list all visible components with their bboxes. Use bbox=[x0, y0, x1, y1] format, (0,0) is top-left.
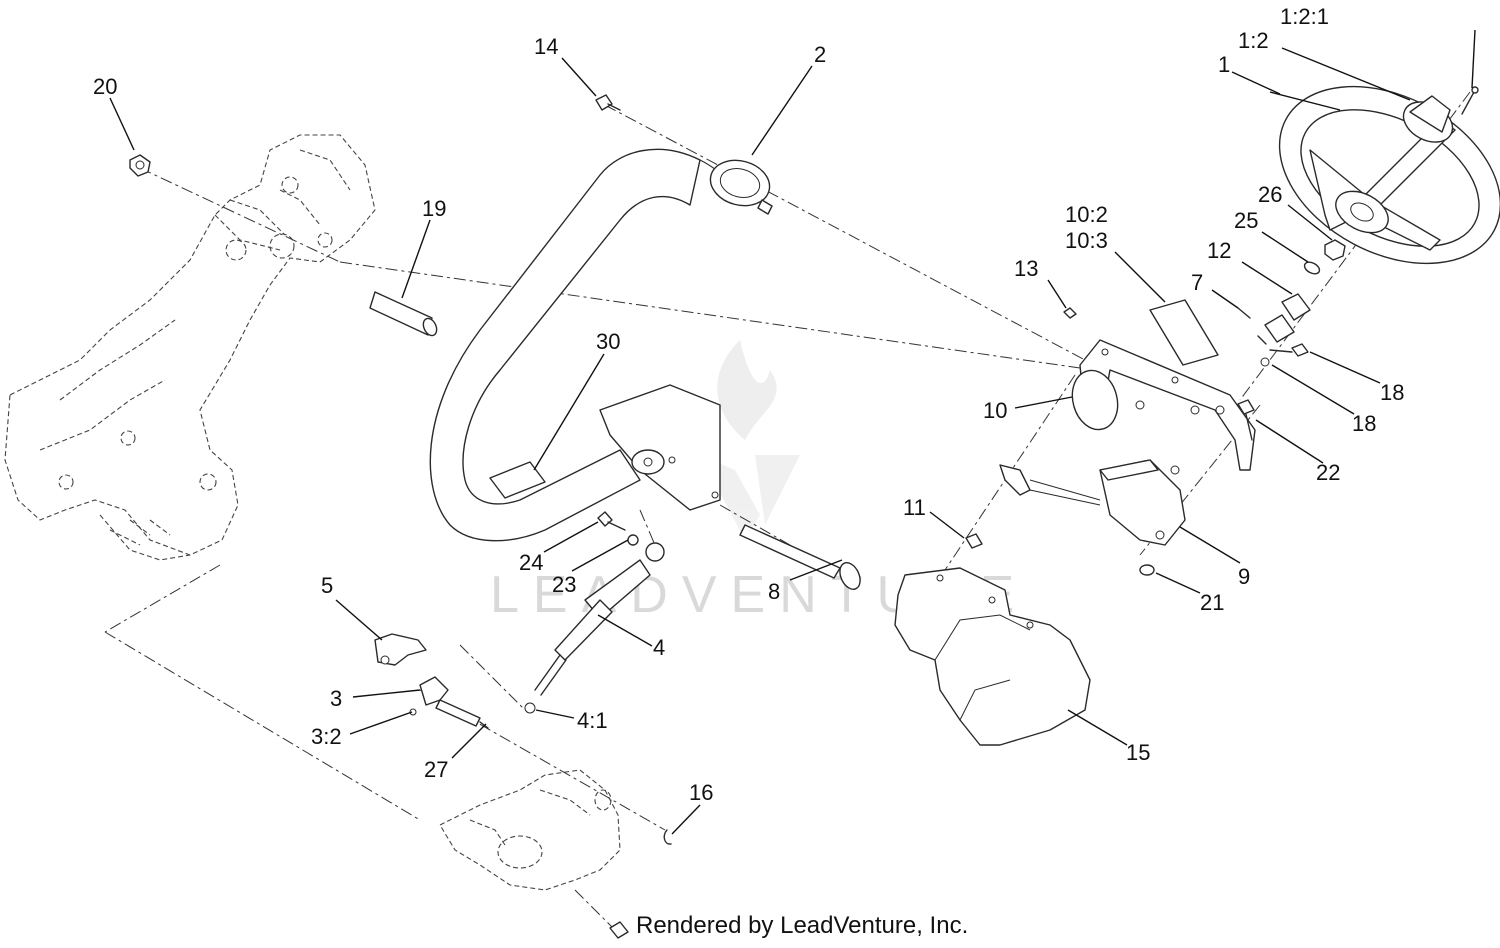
console-bracket bbox=[1071, 339, 1256, 471]
sleeve-19 bbox=[369, 291, 438, 337]
callout-5: 5 bbox=[321, 573, 333, 598]
nut-20 bbox=[129, 154, 151, 177]
callout-23: 23 bbox=[552, 572, 576, 597]
key-7 bbox=[1237, 307, 1251, 319]
callout-3-2: 3:2 bbox=[311, 724, 342, 749]
callout-8: 8 bbox=[768, 579, 780, 604]
callout-1-2-1: 1:2:1 bbox=[1280, 4, 1329, 29]
callout-19: 19 bbox=[422, 196, 446, 221]
callout-10-2: 10:2 bbox=[1065, 202, 1108, 227]
clip-16 bbox=[663, 829, 672, 845]
callout-26: 26 bbox=[1258, 182, 1282, 207]
callout-3: 3 bbox=[330, 686, 342, 711]
callout-18-upper: 18 bbox=[1380, 380, 1404, 405]
decal-10 bbox=[1149, 299, 1219, 366]
callout-15: 15 bbox=[1126, 740, 1150, 765]
callout-16: 16 bbox=[689, 780, 713, 805]
pivot-casting-ghost bbox=[439, 769, 621, 891]
bolt-bottom bbox=[609, 921, 629, 939]
callout-1-2: 1:2 bbox=[1238, 28, 1269, 53]
callout-24: 24 bbox=[519, 550, 543, 575]
decal-label bbox=[489, 461, 546, 499]
callout-4-1: 4:1 bbox=[577, 708, 608, 733]
callouts: 1:2:1 1:2 1 2 14 20 19 30 26 25 12 7 10:… bbox=[93, 4, 1404, 805]
watermark-logo-icon bbox=[700, 340, 800, 540]
strut-fasteners bbox=[597, 511, 639, 546]
washer-25 bbox=[1303, 261, 1321, 275]
callout-14: 14 bbox=[534, 34, 558, 59]
cap-screw bbox=[1461, 86, 1479, 115]
callout-2: 2 bbox=[814, 42, 826, 67]
callout-22: 22 bbox=[1316, 460, 1340, 485]
callout-4: 4 bbox=[653, 635, 665, 660]
render-credit: Rendered by LeadVenture, Inc. bbox=[636, 912, 969, 939]
clip-11 bbox=[965, 533, 983, 549]
frame-ghost bbox=[4, 134, 376, 561]
callout-9: 9 bbox=[1238, 564, 1250, 589]
callout-11: 11 bbox=[903, 495, 926, 520]
callout-18-lower: 18 bbox=[1352, 411, 1376, 436]
gas-strut bbox=[524, 542, 665, 714]
wheel-cap bbox=[1402, 95, 1454, 143]
bolt-22 bbox=[1237, 399, 1255, 441]
nut-21 bbox=[1139, 564, 1155, 576]
screws-18 bbox=[1260, 343, 1309, 367]
callout-12: 12 bbox=[1207, 238, 1231, 263]
callout-13: 13 bbox=[1014, 256, 1038, 281]
callout-27: 27 bbox=[424, 757, 448, 782]
callout-10: 10 bbox=[983, 398, 1007, 423]
screw-13 bbox=[1063, 307, 1077, 319]
callout-10-3: 10:3 bbox=[1065, 228, 1108, 253]
nut-26 bbox=[1324, 239, 1346, 261]
callout-21: 21 bbox=[1200, 590, 1224, 615]
callout-20: 20 bbox=[93, 74, 117, 99]
callout-30: 30 bbox=[596, 329, 620, 354]
steering-wheel bbox=[1278, 85, 1500, 265]
tilt-switch bbox=[999, 459, 1186, 546]
callout-1: 1 bbox=[1218, 52, 1230, 77]
pivot-pin bbox=[739, 524, 861, 590]
tilt-bracket bbox=[599, 384, 721, 511]
bolt-14 bbox=[595, 94, 621, 111]
callout-25: 25 bbox=[1234, 208, 1258, 233]
console-cover bbox=[894, 567, 1091, 746]
steering-tube bbox=[429, 148, 773, 542]
shaft-coupler-12 bbox=[1257, 293, 1311, 345]
callout-7: 7 bbox=[1191, 270, 1203, 295]
leader-lines bbox=[109, 29, 1476, 835]
lever-3 bbox=[409, 676, 489, 729]
latch-5 bbox=[374, 633, 427, 666]
